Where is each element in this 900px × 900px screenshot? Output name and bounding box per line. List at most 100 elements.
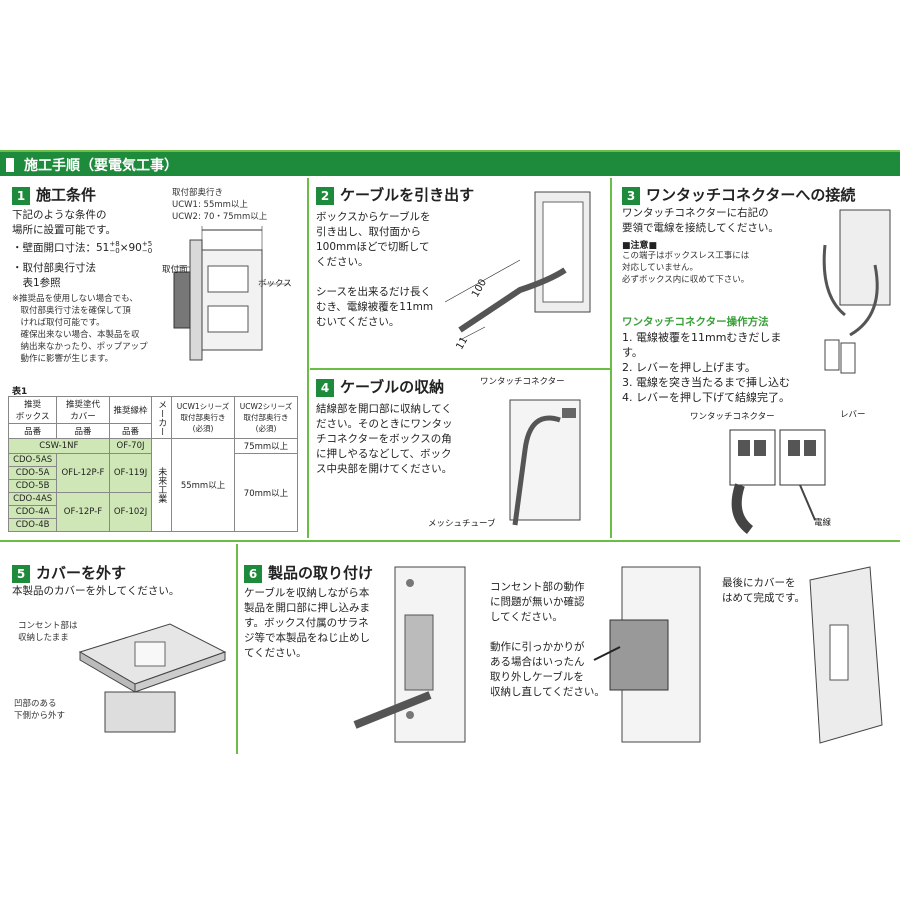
s3-connector-label: ワンタッチコネクター (690, 412, 775, 422)
step-2: 2. レバーを押し上げます。 (622, 361, 756, 374)
cell-r3-box: CDO-5A (7, 466, 58, 480)
section-6-check-diagram (593, 566, 701, 743)
section-3-number: 3 (622, 186, 640, 205)
section-6-text-1: ケーブルを収納しながら本 製品を開口部に押し込みま す。ボックス付属のサラネ ジ… (244, 587, 370, 659)
th-ucw1: UCW1シリーズ 取付部奥行き (必須) (171, 396, 235, 439)
dim-11-line (459, 326, 486, 341)
cell-maker: 未来工業 (151, 438, 173, 532)
section-5-title: 5 カバーを外す (12, 562, 126, 583)
section-6-title: 6 製品の取り付け (244, 562, 373, 583)
remove-from-bottom-label: 凹部のある 下側から外す (14, 699, 66, 721)
divider-v2 (610, 178, 612, 538)
section-5-diagram (78, 623, 227, 733)
cell-r1-frame: OF-70J (108, 438, 153, 454)
divider-h-s2-s4 (310, 368, 610, 370)
outlet-popup (609, 619, 669, 691)
section-6-text-2: コンセント部の動作 に問題が無いか確認 してください。 (490, 581, 585, 623)
cell-r2-frame: OF-119J (108, 453, 153, 493)
cell-r5-frame: OF-102J (108, 492, 153, 532)
connector-small-1 (824, 339, 840, 371)
section-5-label: カバーを外す (36, 564, 127, 582)
cell-r6-box: CDO-4A (7, 505, 58, 519)
dim-100-line (444, 259, 521, 303)
mesh-tube (512, 415, 561, 526)
faceplate (173, 271, 191, 329)
section-6-install-diagram (353, 566, 466, 743)
cell-r1-ucw2: 75mm以上 (234, 438, 298, 454)
section-5-text: 本製品のカバーを外してください。 (12, 585, 180, 597)
th-pn-1: 品番 (7, 423, 58, 439)
outlet-box (201, 249, 263, 351)
lever-label: レバー (840, 410, 866, 420)
section-1-label: 施工条件 (36, 186, 97, 204)
spec-table: 推奨 ボックス 推奨塗代 カバー 推奨縁枠 メーカー UCW1シリーズ 取付部奥… (7, 396, 298, 532)
opening-size: ・壁面開口寸法：51+8−0×90+5−0 (12, 240, 153, 255)
section-3-title: 3 ワンタッチコネクターへの接続 (622, 184, 855, 205)
divider-v1 (307, 178, 309, 538)
section-3-connector-diagram (729, 429, 826, 534)
cell-ucw2: 70mm以上 (234, 453, 298, 532)
outlet-window (134, 641, 166, 667)
section-1-text: 下記のような条件の 場所に設置可能です。 (12, 209, 116, 236)
th-cover: 推奨塗代 カバー (56, 396, 110, 424)
depth-condition: ・取付部奥行寸法 表1参照 (12, 262, 96, 289)
table-label: 表1 (12, 387, 28, 397)
method-title: ワンタッチコネクター操作方法 (622, 316, 769, 328)
mesh-label: メッシュチューブ (428, 519, 496, 529)
step-4: 4. レバーを押し下げて結線完了。 (622, 391, 790, 404)
install-cable (353, 691, 432, 729)
opening-size-height: ×90 (119, 242, 142, 254)
caution-text: この端子はボックスレス工事には 対応していません。 必ずボックス内に収めて下さい… (622, 251, 750, 285)
section-3-cable-diagram (822, 209, 891, 374)
section-4-text: 結線部を開口部に収納してく ださい。そのときにワンタッ チコネクターをボックスの… (316, 403, 453, 475)
section-1-title: 1 施工条件 (12, 184, 96, 205)
step-3: 3. 電線を突き当たるまで挿し込む (622, 376, 790, 389)
section-2-text: ボックスからケーブルを 引き出し、取付面から 100mmほどで切断して ください… (316, 211, 434, 328)
section-3-text: ワンタッチコネクターに右記の 要領で電線を接続してください。 (622, 207, 779, 234)
section-3-label: ワンタッチコネクターへの接続 (646, 186, 856, 204)
popup-arrow (593, 646, 621, 661)
section-5-number: 5 (12, 564, 30, 583)
section-1-diagram (173, 226, 288, 361)
connector-in-box (562, 408, 576, 418)
product-body (104, 691, 176, 733)
section-4-diagram (509, 399, 581, 526)
th-maker: メーカー (151, 396, 173, 439)
th-frame: 推奨縁枠 (108, 396, 153, 424)
section-4-number: 4 (316, 378, 334, 397)
wire-label: 電線 (814, 518, 832, 528)
page-title: 施工手順（要電気工事） (24, 158, 178, 174)
cell-r4-box: CDO-5B (7, 479, 58, 493)
connector-small-2 (840, 342, 856, 374)
caution-heading: ■注意■ (622, 241, 658, 251)
finished-outlet-window (829, 624, 849, 681)
section-2-diagram (444, 191, 591, 341)
header-marker (6, 158, 14, 172)
cell-r5-box: CDO-4AS (7, 492, 58, 506)
section-2-number: 2 (316, 186, 334, 205)
outlet-stays-label: コンセント部は 収納したまま (18, 621, 78, 643)
th-pn-3: 品番 (108, 423, 153, 439)
section-6-text-3: 動作に引っかかりが ある場合はいったん 取り外しケーブルを 収納し直してください… (490, 641, 605, 698)
connector-body (729, 429, 776, 486)
section-1-number: 1 (12, 186, 30, 205)
section-4-title: 4 ケーブルの収納 (316, 376, 444, 397)
wire (799, 484, 816, 521)
depth-label: 取付部奥行き UCW1: 55mm以上 UCW2: 70・75mm以上 (172, 188, 268, 222)
wall-panel (189, 239, 203, 361)
th-ucw2: UCW2シリーズ 取付部奥行き (必須) (234, 396, 298, 439)
th-pn-2: 品番 (56, 423, 110, 439)
section-4-label: ケーブルの収納 (340, 378, 445, 396)
cell-r1-box: CSW-1NF (8, 438, 110, 454)
section-6-number: 6 (244, 564, 262, 583)
cell-r2-cover: OFL-12P-F (56, 453, 110, 493)
section-6-text-4: 最後にカバーを はめて完成です。 (722, 577, 805, 604)
section-6-label: 製品の取り付け (268, 564, 374, 582)
section-1-note: ※推奨品を使用しない場合でも、 取付部奥行寸法を確保して頂 ければ取付可能です。… (12, 294, 148, 364)
s4-connector-label: ワンタッチコネクター (480, 377, 565, 387)
mechanism-top (207, 265, 249, 293)
method-steps: 1. 電線被覆を11mmむきだします。 2. レバーを押し上げます。 3. 電線… (622, 330, 802, 405)
step-1: 1. 電線被覆を11mmむきだします。 (622, 331, 782, 359)
cell-r7-box: CDO-4B (7, 518, 58, 532)
